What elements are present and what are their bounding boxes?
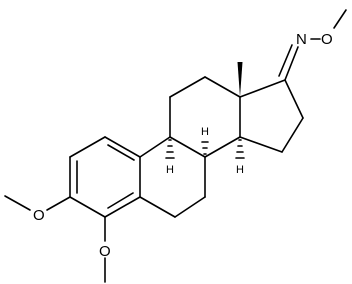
methoxy-4-oxygen-label: O bbox=[99, 243, 111, 260]
methoxy-3 bbox=[4, 195, 71, 211]
ring-c bbox=[169, 76, 241, 158]
hash-bond-h9 bbox=[165, 139, 175, 159]
methyl-18-wedge bbox=[237, 62, 243, 97]
oxime-oxygen-label: O bbox=[321, 31, 333, 48]
h9-label: H bbox=[166, 164, 174, 176]
oxime-nitrogen-label: N bbox=[296, 31, 307, 48]
h14-label: H bbox=[236, 164, 244, 176]
ring-b bbox=[139, 136, 206, 218]
oxime-group bbox=[278, 9, 347, 81]
ring-a-aromatic bbox=[69, 136, 141, 218]
hash-bond-h8 bbox=[201, 141, 209, 155]
hash-bond-h14 bbox=[235, 139, 245, 159]
h8-label: H bbox=[201, 126, 209, 138]
methoxy-3-oxygen-label: O bbox=[33, 207, 45, 224]
ring-d bbox=[239, 79, 304, 153]
